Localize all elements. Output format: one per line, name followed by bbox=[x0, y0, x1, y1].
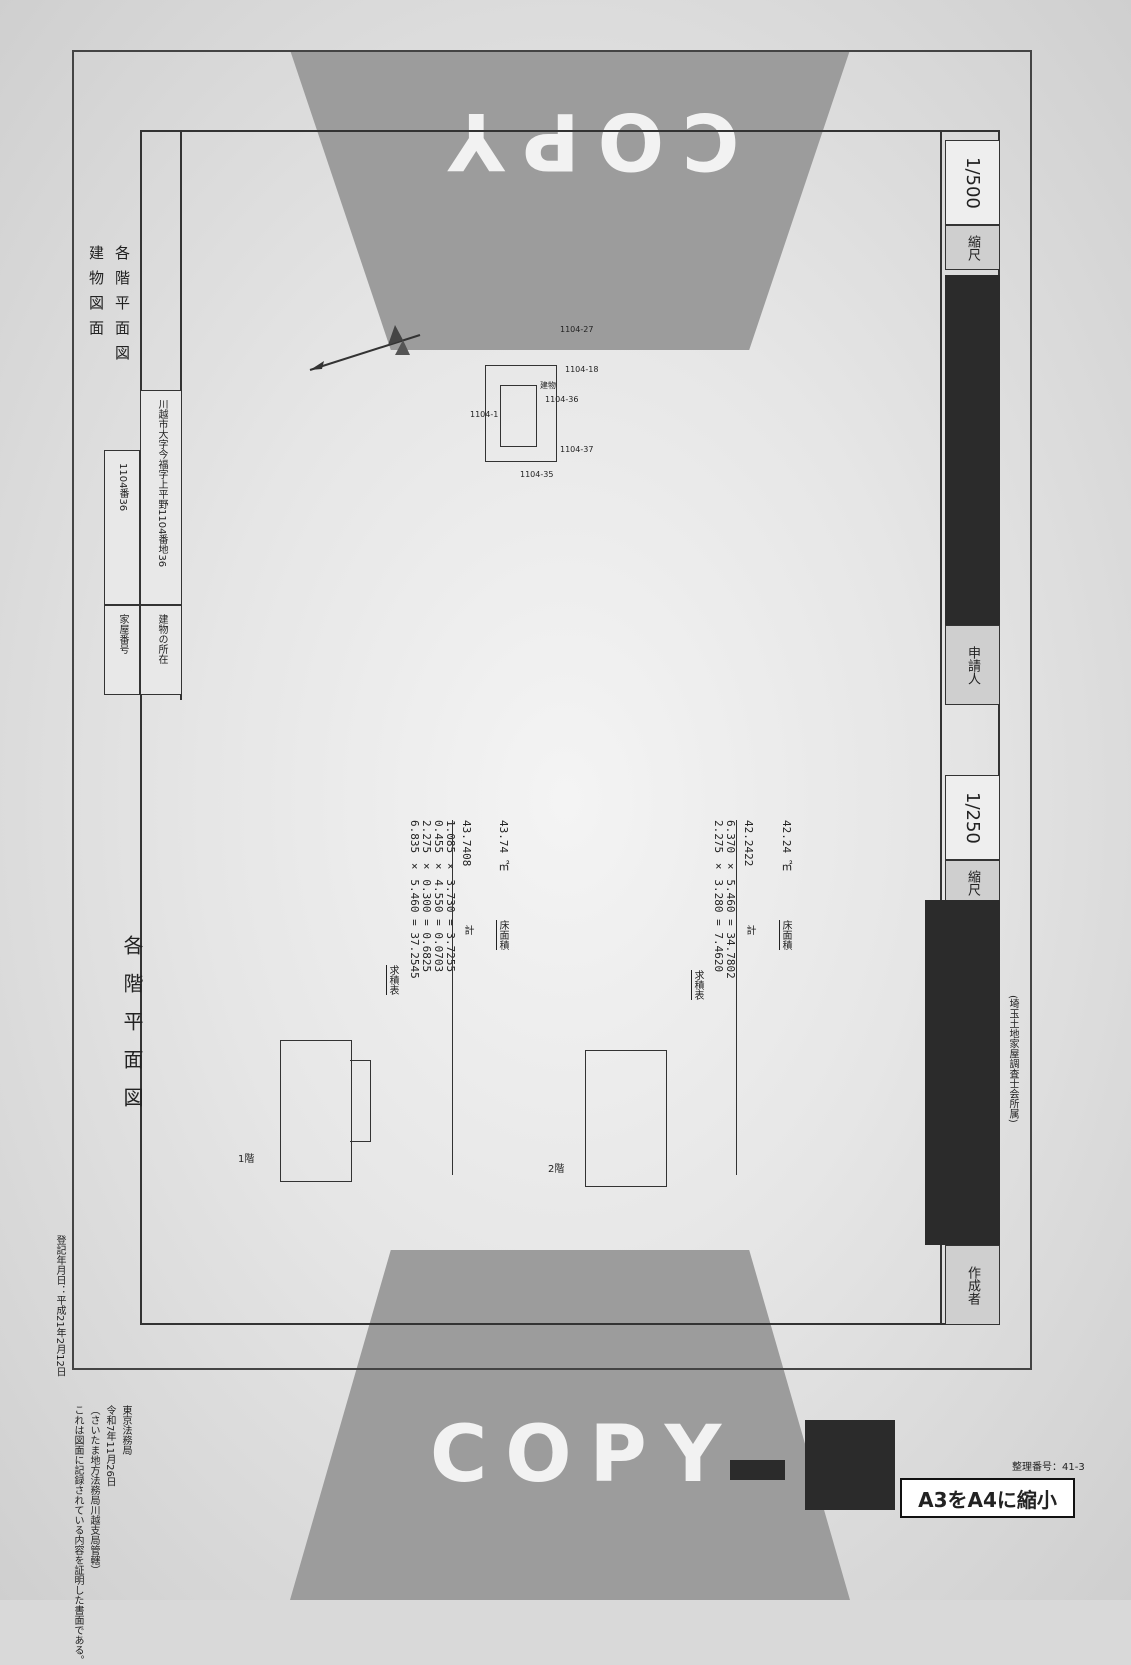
floor1-row-3: 0.455 × 4.550 = 0.0703 bbox=[432, 820, 445, 973]
site-scale-label-cell: 縮尺 bbox=[945, 225, 1000, 270]
floor1-label: 1階 bbox=[238, 1154, 255, 1165]
location-value: 川越市大字今福字上平野1104番地36 bbox=[156, 399, 167, 568]
building-lot-label-cell: 家屋番号 bbox=[104, 605, 140, 695]
copy-watermark-banner-bottom bbox=[290, 1250, 850, 1600]
floor2-total-value: 42.2422 bbox=[742, 820, 755, 867]
site-lot-label-6: 1104-18 bbox=[565, 365, 599, 374]
floor2-area-label: 床面積 bbox=[780, 920, 791, 950]
building-lot-value-cell: 1104番36 bbox=[104, 450, 140, 605]
floor1-formula-title: 求積表 bbox=[387, 965, 398, 995]
floor-scale-label-cell: 縮尺 bbox=[945, 860, 1000, 905]
floor-plans-title: 各階平面図 bbox=[120, 935, 144, 1125]
floor1-outline bbox=[280, 1040, 352, 1182]
outer-frame bbox=[72, 50, 1032, 1370]
sheet-title-line2: 各階平面図 bbox=[113, 245, 131, 370]
floor-scale-value: 1/250 bbox=[962, 791, 983, 844]
north-arrow-icon bbox=[309, 325, 421, 371]
author-redaction bbox=[925, 900, 1000, 1245]
certification-line2: （さいたま地方法務局川越支局管轄） bbox=[88, 1405, 99, 1575]
floor2-rule bbox=[736, 820, 737, 1175]
author-label-cell: 作成者 bbox=[945, 1245, 1000, 1325]
seal-redaction-small bbox=[730, 1460, 785, 1480]
location-value-cell: 川越市大字今福字上平野1104番地36 bbox=[140, 390, 182, 605]
registration-date: 登記年月日：平成21年2月12日 bbox=[54, 1235, 65, 1377]
floor2-area-value: 42.24 ㎡ bbox=[780, 820, 793, 871]
floor2-formula-title: 求積表 bbox=[692, 970, 703, 1000]
applicant-redaction bbox=[945, 275, 1000, 625]
reduce-note: A3をA4に縮小 bbox=[900, 1478, 1075, 1518]
site-scale-value-cell: 1/500 bbox=[945, 140, 1000, 225]
copy-watermark-banner-top bbox=[290, 50, 850, 350]
site-plan-lot bbox=[485, 365, 557, 462]
copy-watermark-bottom: COPY bbox=[430, 1410, 740, 1500]
footer-strip bbox=[940, 130, 1000, 1325]
floor1-area-value: 43.74 ㎡ bbox=[497, 820, 510, 871]
certification-date: 令和7年11月26日 bbox=[104, 1405, 115, 1487]
floor2-total-label: 計 bbox=[744, 925, 755, 935]
floor1-protrusion bbox=[350, 1060, 371, 1142]
location-label-cell: 建物の所在 bbox=[140, 605, 182, 695]
surveyor-note: (埼玉土地家屋調査士会所属) bbox=[1007, 995, 1018, 1123]
floor1-row-4: 1.085 × 3.730 = 3.7255 bbox=[444, 820, 457, 973]
site-lot-label-5: 1104-37 bbox=[560, 445, 594, 454]
floor2-row-2: 6.370 × 5.460 = 34.7802 bbox=[724, 820, 737, 979]
applicant-label: 申請人 bbox=[965, 645, 980, 685]
floor1-rule bbox=[452, 820, 453, 1175]
floor1-area-label: 床面積 bbox=[497, 920, 508, 950]
floor-scale-label: 縮尺 bbox=[965, 869, 980, 896]
site-scale-label: 縮尺 bbox=[965, 234, 980, 261]
building-lot-value: 1104番36 bbox=[117, 463, 128, 512]
floor2-row-1: 2.275 × 3.280 = 7.4620 bbox=[712, 820, 725, 973]
certification-office: 東京法務局 bbox=[120, 1405, 131, 1455]
floor2-label: 2階 bbox=[548, 1164, 565, 1175]
page-id: 整理番号：41-3 bbox=[1012, 1462, 1085, 1473]
site-lot-label-2: 1104-27 bbox=[560, 325, 594, 334]
certification-line1: これは図面に記録されている内容を証明した書面である。 bbox=[72, 1405, 83, 1665]
applicant-label-cell: 申請人 bbox=[945, 625, 1000, 705]
sheet-title-line1: 建物図面 bbox=[87, 245, 105, 345]
site-plan-building bbox=[500, 385, 537, 447]
floor1-row-2: 2.275 × 0.300 = 0.6825 bbox=[420, 820, 433, 973]
floor1-total-value: 43.7408 bbox=[460, 820, 473, 867]
seal-redaction bbox=[805, 1420, 895, 1510]
building-lot-label: 家屋番号 bbox=[117, 614, 128, 654]
floor1-row-1: 6.835 × 5.460 = 37.2545 bbox=[408, 820, 421, 979]
site-scale-value: 1/500 bbox=[962, 156, 983, 209]
author-label: 作成者 bbox=[965, 1265, 980, 1305]
floor1-total-label: 計 bbox=[462, 925, 473, 935]
location-label: 建物の所在 bbox=[156, 614, 167, 664]
site-plan-building-label: 建物 bbox=[540, 381, 556, 390]
floor2-outline bbox=[585, 1050, 667, 1187]
site-lot-label-4: 1104-36 bbox=[545, 395, 579, 404]
floor-scale-value-cell: 1/250 bbox=[945, 775, 1000, 860]
site-lot-label-1: 1104-1 bbox=[470, 410, 499, 419]
drawing-frame bbox=[140, 130, 1000, 1325]
site-lot-label-3: 1104-35 bbox=[520, 470, 554, 479]
